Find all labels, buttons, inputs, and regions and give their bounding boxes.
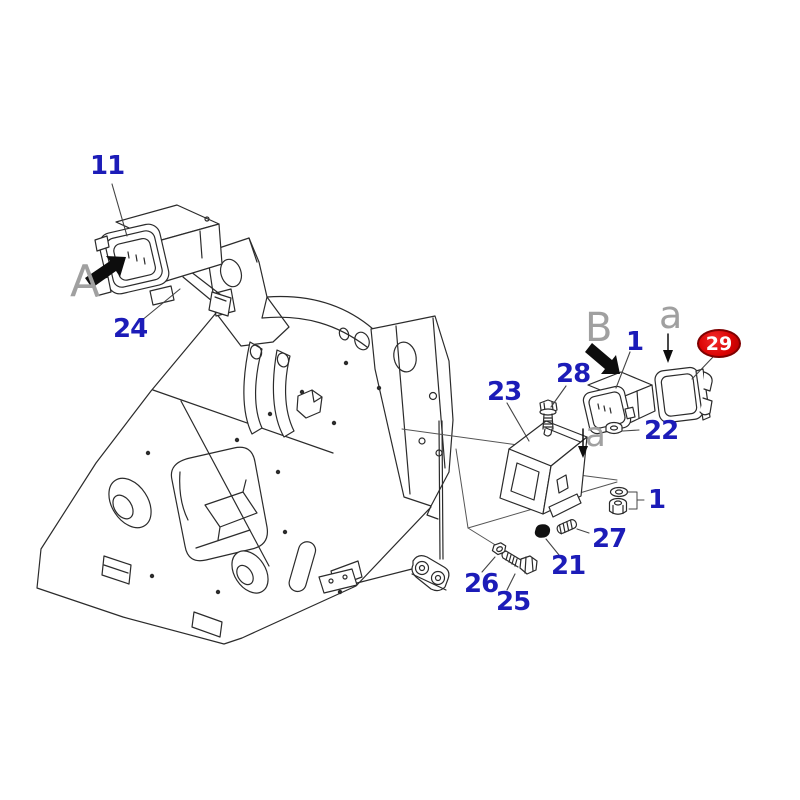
a-upper-down-arrow-icon <box>663 333 673 363</box>
leader-lines <box>111 183 714 591</box>
part-label-1-lower: 1 <box>648 485 666 515</box>
part-label-21: 21 <box>551 551 586 581</box>
view-a-arrow-icon <box>85 256 126 288</box>
view-letter-a-lower: a <box>585 415 606 455</box>
frame-drawing <box>36 237 454 645</box>
part-label-24: 24 <box>113 314 148 344</box>
a-lower-down-arrow-icon <box>578 428 588 458</box>
lamp-assembly-11-drawing <box>92 204 232 317</box>
part-label-22: 22 <box>644 416 679 446</box>
bolt-25-drawing <box>501 550 538 575</box>
part-badge-29-text: 29 <box>705 332 733 355</box>
spring-pin-27-drawing <box>556 519 578 535</box>
view-letter-b-large: B <box>585 305 613 351</box>
view-letter-a-upper: a <box>659 293 683 337</box>
part-label-1-upper: 1 <box>626 327 644 357</box>
bracket-23-drawing <box>499 420 588 518</box>
view-letter-a-large: A <box>70 256 101 307</box>
part-badge-29: 29 <box>697 329 741 358</box>
part-label-11: 11 <box>90 151 125 181</box>
bolt-28-drawing <box>539 399 558 437</box>
washer-26-drawing <box>491 542 507 556</box>
part-label-27: 27 <box>592 524 627 554</box>
nut-22-drawing <box>605 421 623 435</box>
part-label-26: 26 <box>464 569 499 599</box>
cap-21-drawing <box>534 524 551 538</box>
washer-nut-1-drawing <box>608 486 645 515</box>
part-label-23: 23 <box>487 377 522 407</box>
lamp-1-drawing <box>582 371 656 435</box>
guard-29-drawing <box>654 366 713 424</box>
part-label-25: 25 <box>496 587 531 617</box>
view-b-arrow-icon <box>585 343 620 374</box>
part-label-28: 28 <box>556 359 591 389</box>
